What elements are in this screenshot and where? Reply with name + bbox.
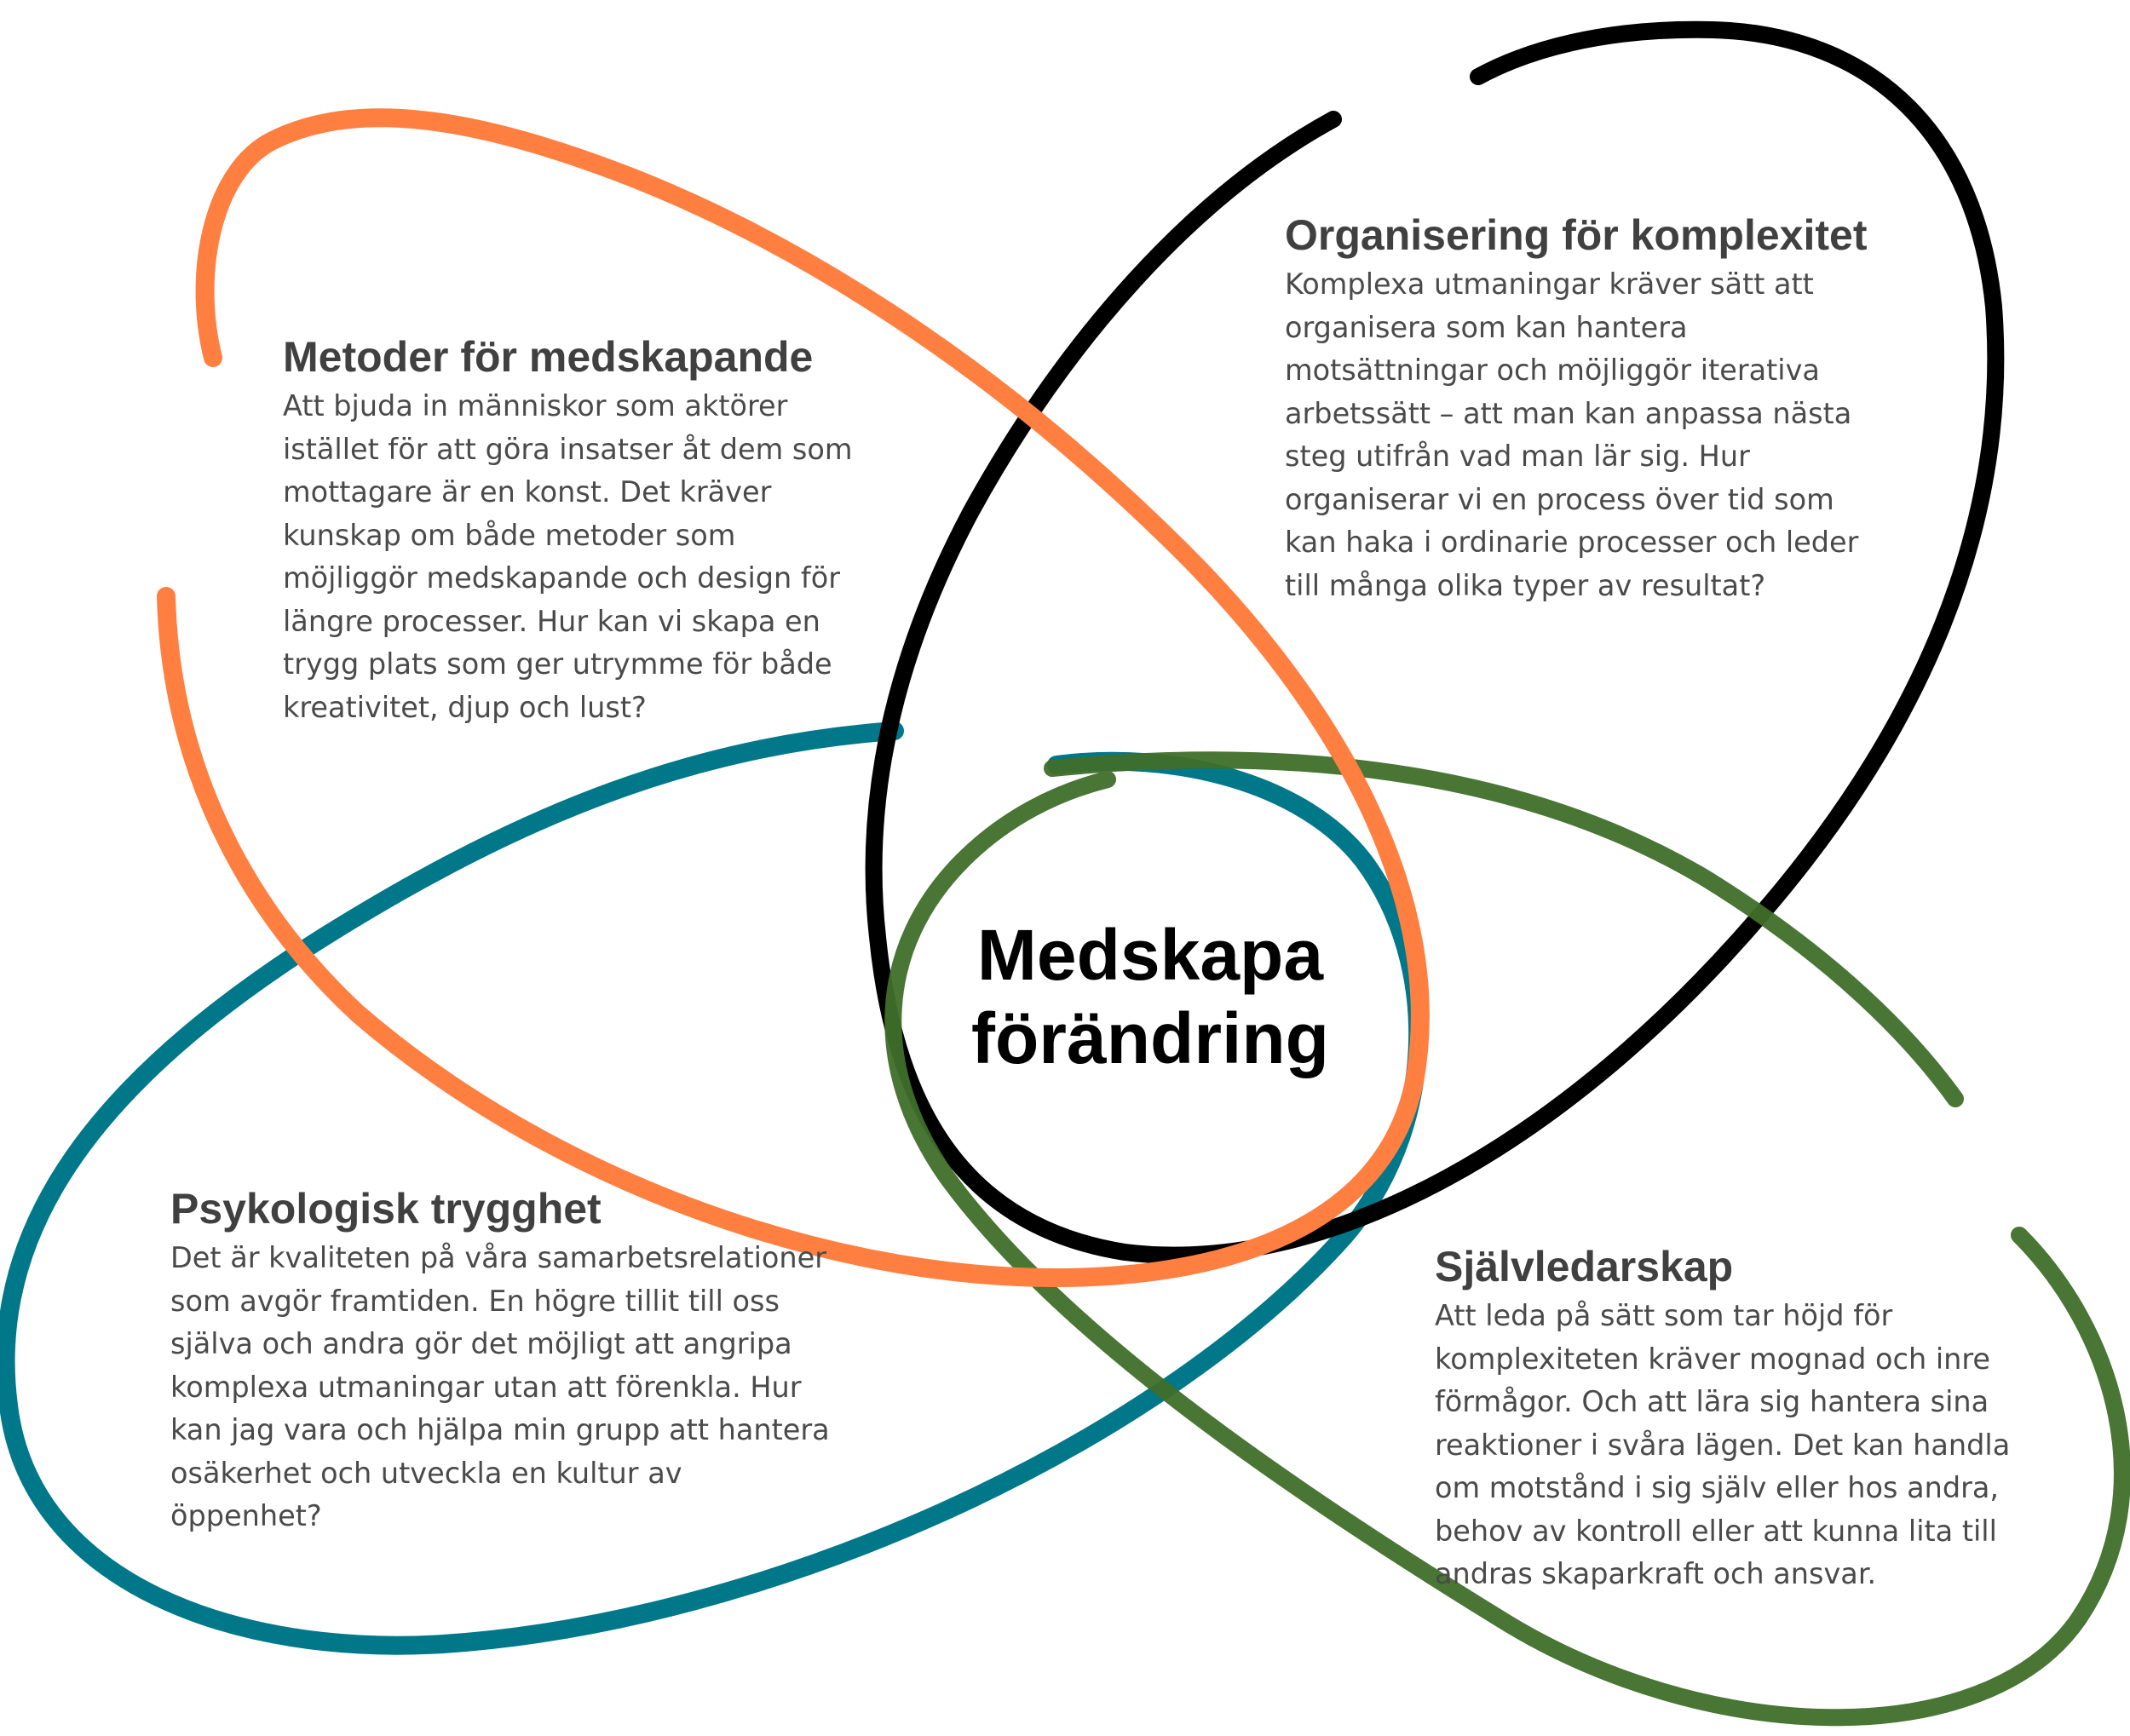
metoder-body: Att bjuda in människor som aktörer istäl… [283, 385, 853, 729]
organisering-line: organiserar vi en process över tid som [1285, 479, 1867, 522]
sjalv-line: andras skaparkraft och ansvar. [1435, 1553, 2010, 1596]
sjalv-line: Att leda på sätt som tar höjd för [1435, 1295, 2010, 1338]
center-title-line1: Medskapa [929, 913, 1372, 997]
psyk-body: Det är kvaliteten på våra samarbetsrelat… [170, 1237, 830, 1538]
sjalv-line: om motstånd i sig själv eller hos andra, [1435, 1467, 2010, 1510]
block-organisering: Organisering för komplexitet Komplexa ut… [1285, 209, 1867, 607]
organisering-line: steg utifrån vad man lär sig. Hur [1285, 435, 1867, 479]
organisering-line: motsättningar och möjliggör iterativa [1285, 349, 1867, 393]
metoder-line: trygg plats som ger utrymme för både [283, 643, 853, 687]
sjalv-title: Självledarskap [1435, 1240, 2010, 1293]
psyk-line: kan jag vara och hjälpa min grupp att ha… [170, 1409, 830, 1452]
sjalv-line: komplexiteten kräver mognad och inre [1435, 1338, 2010, 1382]
metoder-line: istället för att göra insatser åt dem so… [283, 428, 853, 472]
organisering-line: till många olika typer av resultat? [1285, 565, 1867, 608]
block-psykologisk-trygghet: Psykologisk trygghet Det är kvaliteten p… [170, 1182, 830, 1538]
organisering-body: Komplexa utmaningar kräver sätt att orga… [1285, 263, 1867, 607]
metoder-title: Metoder för medskapande [283, 331, 853, 383]
psyk-line: osäkerhet och utveckla en kultur av [170, 1452, 830, 1496]
center-title: Medskapa förändring [929, 913, 1372, 1080]
psyk-line: öppenhet? [170, 1495, 830, 1538]
block-metoder: Metoder för medskapande Att bjuda in män… [283, 331, 853, 729]
metoder-line: möjliggör medskapande och design för [283, 557, 853, 601]
metoder-line: kreativitet, djup och lust? [283, 687, 853, 730]
block-sjalvledarskap: Självledarskap Att leda på sätt som tar … [1435, 1240, 2010, 1596]
organisering-line: arbetssätt – att man kan anpassa nästa [1285, 393, 1867, 436]
sjalv-line: förmågor. Och att lära sig hantera sina [1435, 1381, 2010, 1424]
metoder-line: längre processer. Hur kan vi skapa en [283, 601, 853, 644]
psyk-line: som avgör framtiden. En högre tillit til… [170, 1280, 830, 1324]
psyk-line: komplexa utmaningar utan att förenkla. H… [170, 1366, 830, 1410]
sjalv-line: reaktioner i svåra lägen. Det kan handla [1435, 1424, 2010, 1468]
metoder-line: mottagare är en konst. Det kräver [283, 471, 853, 514]
organisering-line: kan haka i ordinarie processer och leder [1285, 521, 1867, 565]
sjalv-line: behov av kontroll eller att kunna lita t… [1435, 1510, 2010, 1554]
sjalv-body: Att leda på sätt som tar höjd för komple… [1435, 1295, 2010, 1596]
organisering-title: Organisering för komplexitet [1285, 209, 1867, 262]
metoder-line: Att bjuda in människor som aktörer [283, 385, 853, 428]
psyk-line: själva och andra gör det möjligt att ang… [170, 1323, 830, 1366]
center-title-line2: förändring [929, 997, 1372, 1080]
organisering-line: Komplexa utmaningar kräver sätt att [1285, 263, 1867, 307]
psyk-line: Det är kvaliteten på våra samarbetsrelat… [170, 1237, 830, 1280]
organisering-line: organisera som kan hantera [1285, 307, 1867, 350]
metoder-line: kunskap om både metoder som [283, 514, 853, 558]
psyk-title: Psykologisk trygghet [170, 1182, 830, 1235]
